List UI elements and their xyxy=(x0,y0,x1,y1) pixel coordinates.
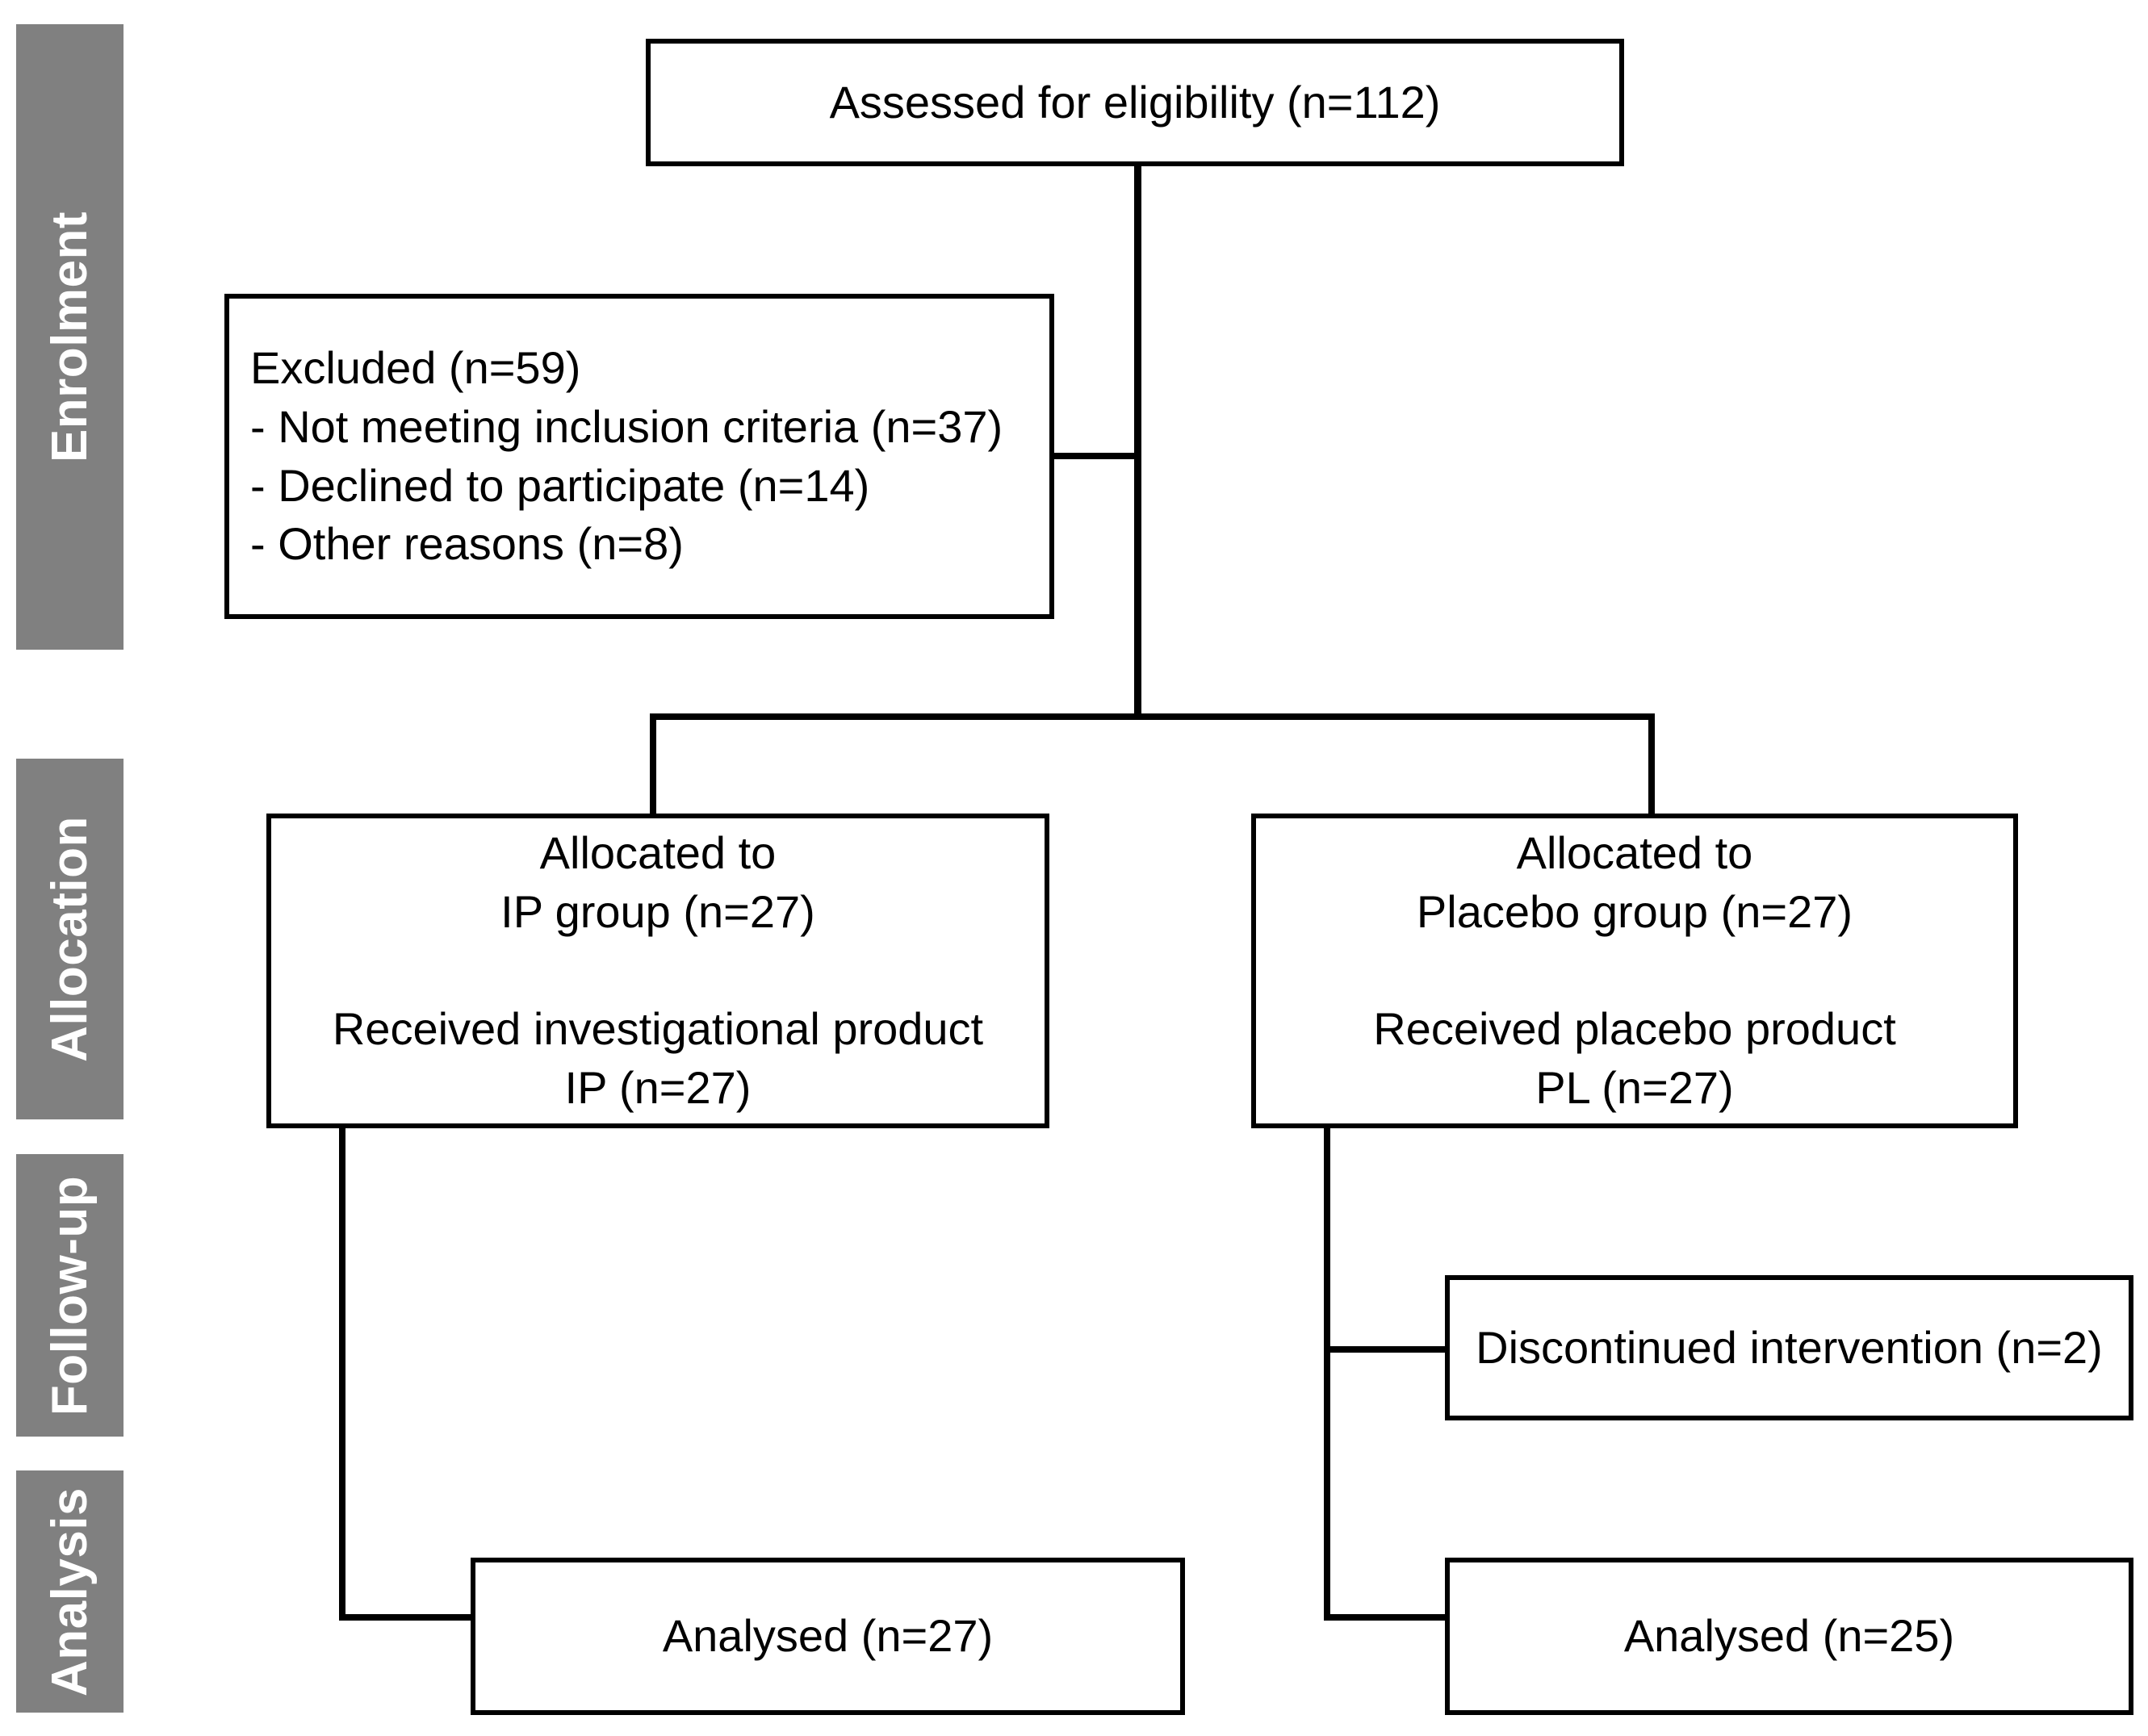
connector-split-to-ip xyxy=(650,713,656,817)
box-assessed-text: Assessed for eligibility (n=112) xyxy=(829,76,1441,128)
box-discontinued-placebo: Discontinued intervention (n=2) xyxy=(1445,1275,2133,1420)
box-allocated-placebo: Allocated to Placebo group (n=27) Receiv… xyxy=(1251,814,2018,1128)
box-discontinued-placebo-text: Discontinued intervention (n=2) xyxy=(1476,1321,2103,1373)
stage-bar-allocation: Allocation xyxy=(16,759,124,1119)
box-analysed-ip: Analysed (n=27) xyxy=(471,1558,1185,1715)
stage-bar-followup: Follow-up xyxy=(16,1154,124,1437)
connector-ip-down xyxy=(339,1127,345,1621)
box-excluded: Excluded (n=59) - Not meeting inclusion … xyxy=(224,294,1054,619)
stage-label-allocation: Allocation xyxy=(42,816,98,1062)
stage-label-enrolment: Enrolment xyxy=(42,211,98,463)
box-analysed-ip-text: Analysed (n=27) xyxy=(662,1610,994,1662)
stage-bar-enrolment: Enrolment xyxy=(16,24,124,650)
box-excluded-text: Excluded (n=59) - Not meeting inclusion … xyxy=(250,341,1003,570)
box-analysed-placebo: Analysed (n=25) xyxy=(1445,1558,2133,1715)
connector-placebo-to-discontinued xyxy=(1324,1346,1453,1353)
stage-label-followup: Follow-up xyxy=(42,1175,98,1416)
box-allocated-ip-text: Allocated to IP group (n=27) Received in… xyxy=(332,827,984,1114)
connector-assessed-trunk xyxy=(1134,165,1141,718)
connector-ip-to-analysed xyxy=(339,1614,472,1621)
connector-allocation-split xyxy=(650,713,1655,720)
stage-bar-analysis: Analysis xyxy=(16,1470,124,1713)
box-analysed-placebo-text: Analysed (n=25) xyxy=(1623,1610,1955,1662)
box-assessed-for-eligibility: Assessed for eligibility (n=112) xyxy=(646,39,1624,166)
connector-to-excluded xyxy=(1049,453,1138,459)
box-allocated-placebo-text: Allocated to Placebo group (n=27) Receiv… xyxy=(1373,827,1896,1114)
connector-split-to-placebo xyxy=(1648,713,1655,817)
connector-placebo-to-analysed xyxy=(1324,1614,1453,1621)
box-allocated-ip: Allocated to IP group (n=27) Received in… xyxy=(266,814,1049,1128)
stage-label-analysis: Analysis xyxy=(42,1487,98,1696)
connector-placebo-down xyxy=(1324,1127,1330,1621)
